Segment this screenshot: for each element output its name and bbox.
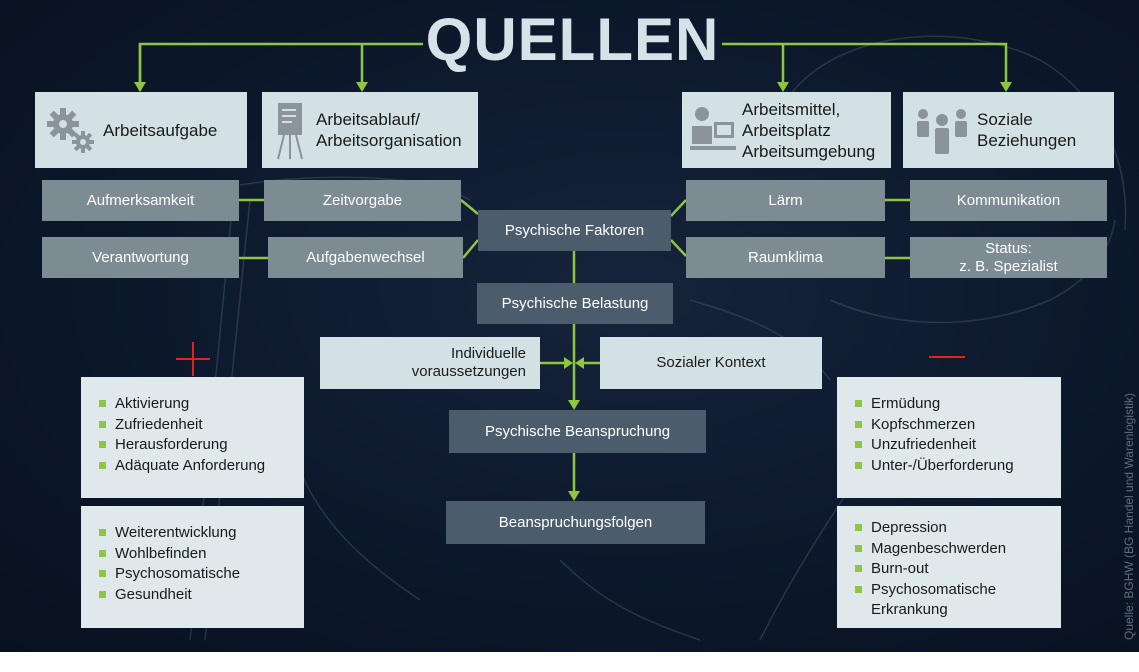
positive-short-term-list: Aktivierung Zufriedenheit Herausforderun…: [81, 377, 304, 498]
node-individuelle-voraussetzungen: Individuelle voraussetzungen: [320, 337, 540, 389]
factor-aufmerksamkeit: Aufmerksamkeit: [42, 180, 239, 221]
people-group-icon: [917, 109, 967, 154]
gears-icon: [47, 108, 94, 153]
list-item: Depression: [855, 518, 1047, 539]
node-psychische-beanspruchung: Psychische Beanspruchung: [449, 410, 706, 453]
source-label: Arbeitsaufgabe: [103, 120, 218, 140]
list-item: Unzufriedenheit: [855, 435, 1047, 456]
list-item: Aktivierung: [99, 394, 290, 415]
factor-laerm: Lärm: [686, 180, 885, 221]
list-item: Herausforderung: [99, 435, 290, 456]
list-item: Psychosomatische: [99, 564, 290, 585]
list-item: Kopfschmerzen: [855, 415, 1047, 436]
diagram-canvas: QUELLEN Arbeitsaufgabe: [0, 0, 1139, 652]
node-sozialer-kontext: Sozialer Kontext: [600, 337, 822, 389]
source-label: Arbeitsablauf/ Arbeitsorganisation: [316, 110, 462, 150]
source-soziale-beziehungen: Soziale Beziehungen: [903, 92, 1114, 168]
node-psychische-belastung: Psychische Belastung: [477, 283, 673, 324]
list-item: Zufriedenheit: [99, 415, 290, 436]
list-item: Ermüdung: [855, 394, 1047, 415]
source-credit: Quelle: BGHW (BG Handel und Warenlogisti…: [1122, 393, 1136, 640]
factor-zeitvorgabe: Zeitvorgabe: [264, 180, 461, 221]
list-item: Burn-out: [855, 559, 1047, 580]
node-psychische-faktoren: Psychische Faktoren: [478, 210, 671, 251]
source-arbeitsaufgabe: Arbeitsaufgabe: [35, 92, 247, 168]
list-item: Magenbeschwerden: [855, 539, 1047, 560]
source-label: Arbeitsmittel, Arbeitsplatz Arbeitsumgeb…: [742, 99, 876, 161]
factor-status: Status: z. B. Spezialist: [910, 237, 1107, 278]
source-arbeitsablauf: Arbeitsablauf/ Arbeitsorganisation: [262, 92, 478, 168]
negative-long-term-list: Depression Magenbeschwerden Burn-out Psy…: [837, 506, 1061, 628]
connector-paths: [138, 42, 1008, 491]
factor-verantwortung: Verantwortung: [42, 237, 239, 278]
factor-raumklima: Raumklima: [686, 237, 885, 278]
flipchart-icon: [277, 103, 303, 160]
node-beanspruchungsfolgen: Beanspruchungsfolgen: [446, 501, 705, 544]
factor-aufgabenwechsel: Aufgabenwechsel: [268, 237, 463, 278]
list-item: Gesundheit: [99, 585, 290, 606]
negative-short-term-list: Ermüdung Kopfschmerzen Unzufriedenheit U…: [837, 377, 1061, 498]
source-label: Soziale Beziehungen: [977, 110, 1077, 150]
positive-long-term-list: Weiterentwicklung Wohlbefinden Psychosom…: [81, 506, 304, 628]
list-item: Unter-/Überforderung: [855, 456, 1047, 477]
factor-kommunikation: Kommunikation: [910, 180, 1107, 221]
diagram-title: QUELLEN: [425, 6, 720, 73]
list-item: Psychosomatische Erkrankung: [855, 580, 1047, 621]
list-item: Adäquate Anforderung: [99, 456, 290, 477]
connector-arrowheads: [134, 82, 1012, 501]
list-item: Weiterentwicklung: [99, 523, 290, 544]
computer-workstation-icon: [690, 107, 736, 150]
source-arbeitsmittel: Arbeitsmittel, Arbeitsplatz Arbeitsumgeb…: [682, 92, 891, 168]
list-item: Wohlbefinden: [99, 544, 290, 565]
plus-sign: [176, 342, 210, 376]
minus-sign: [929, 356, 965, 358]
